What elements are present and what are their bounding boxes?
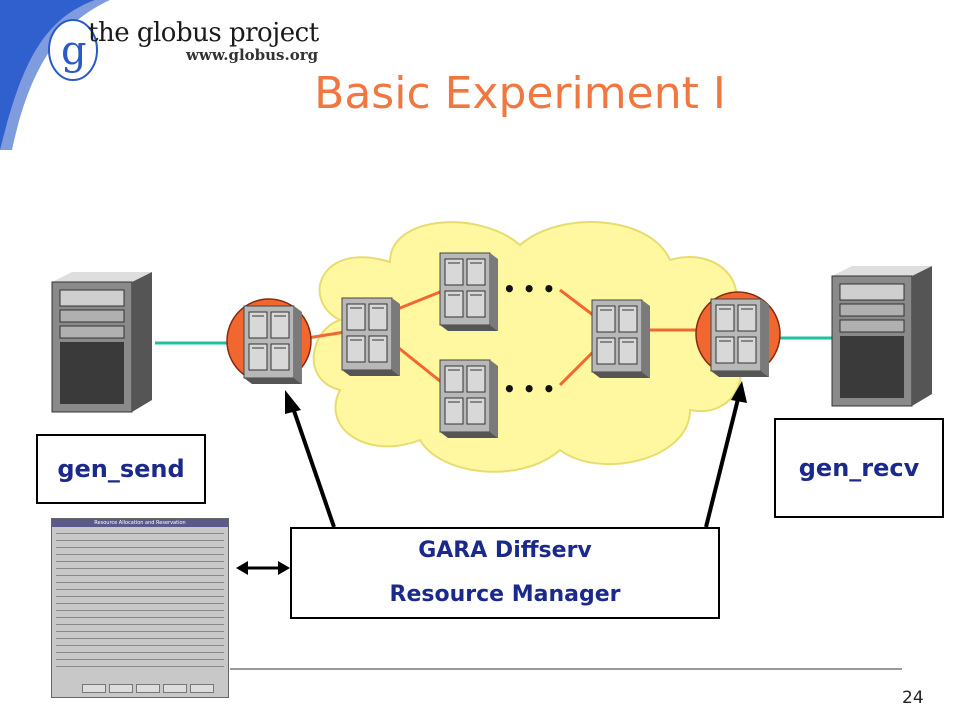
resource-manager-box: GARA Diffserv Resource Manager [290, 527, 720, 619]
server-icon [831, 265, 933, 407]
router-icon [439, 252, 499, 332]
page-title: Basic Experiment I [314, 68, 726, 119]
router-icon [439, 359, 499, 439]
manager-line-2: Resource Manager [389, 582, 621, 607]
manager-line-1: GARA Diffserv [418, 538, 592, 563]
gui-window-title: Resource Allocation and Reservation [52, 519, 228, 527]
ellipsis-top: • • • [503, 277, 555, 301]
router-icon [243, 305, 303, 385]
router-icon [710, 298, 770, 378]
reservation-gui-thumbnail: Resource Allocation and Reservation [51, 518, 229, 698]
footer-divider [230, 668, 902, 670]
logo-name: the globus project [88, 18, 319, 48]
ellipsis-bottom: • • • [503, 377, 555, 401]
logo-url: www.globus.org [186, 46, 319, 64]
globus-logo-icon: g [48, 19, 98, 81]
router-icon [341, 297, 401, 377]
page-number: 24 [902, 688, 924, 708]
router-icon [591, 299, 651, 379]
server-icon [51, 271, 153, 413]
corner-swoosh [0, 0, 110, 150]
sender-label: gen_send [36, 434, 206, 504]
receiver-label: gen_recv [774, 418, 944, 518]
svg-text:g: g [61, 28, 87, 74]
